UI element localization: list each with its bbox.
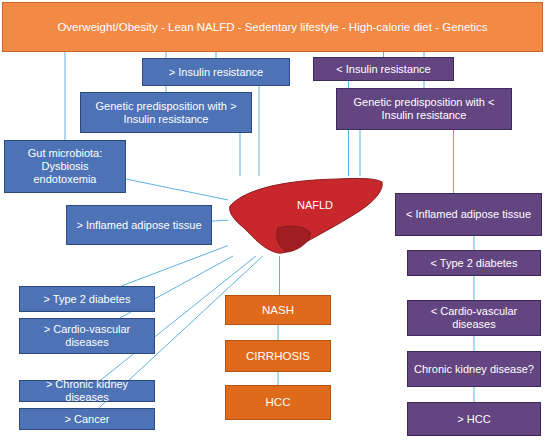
- node-label: < Inflamed adipose tissue: [406, 208, 531, 221]
- connector-line: [126, 179, 228, 200]
- stage-box: HCC: [225, 385, 331, 420]
- connector-line: [474, 236, 475, 250]
- factor-box: Genetic predisposition with > Insulin re…: [80, 92, 252, 133]
- node-label: Genetic predisposition with < Insulin re…: [341, 96, 507, 122]
- node-label: > Chronic kidney diseases: [24, 378, 150, 404]
- liver-illustration: [228, 176, 384, 256]
- connector-line: [65, 52, 66, 140]
- connector-line: [360, 130, 361, 176]
- stage-box: NASH: [225, 295, 331, 325]
- node-label: > Cardio-vascular diseases: [24, 323, 150, 349]
- liver-lobe: [230, 178, 383, 253]
- factor-box: < Insulin resistance: [313, 57, 454, 81]
- factor-box: Gut microbiota: Dysbiosis endotoxemia: [4, 140, 126, 193]
- factor-box: < Inflamed adipose tissue: [395, 193, 542, 236]
- node-label: Gut microbiota: Dysbiosis endotoxemia: [9, 147, 121, 186]
- node-label: NASH: [262, 304, 294, 317]
- node-label: < Type 2 diabetes: [431, 257, 518, 270]
- node-label: < Cardio-vascular diseases: [412, 305, 536, 331]
- connector-line: [278, 372, 279, 385]
- node-label: > Inflamed adipose tissue: [76, 219, 201, 232]
- node-label: Overweight/Obesity - Lean NALFD - Sedent…: [57, 21, 487, 34]
- outcome-box: < Type 2 diabetes: [407, 250, 541, 276]
- outcome-box: > Cardio-vascular diseases: [19, 318, 155, 354]
- connector-line: [474, 336, 475, 351]
- liver-lobe: [277, 226, 310, 252]
- node-label: > Type 2 diabetes: [44, 293, 131, 306]
- outcome-box: > Cancer: [19, 408, 155, 430]
- connector-line: [474, 276, 475, 300]
- node-label: NAFLD: [297, 199, 333, 212]
- outcome-box: > Type 2 diabetes: [19, 286, 155, 312]
- connector-line: [279, 256, 280, 295]
- factor-box: Genetic predisposition with < Insulin re…: [336, 88, 512, 130]
- outcome-box: > Chronic kidney diseases: [19, 380, 155, 402]
- connector-line: [474, 387, 475, 402]
- node-label: Genetic predisposition with > Insulin re…: [85, 100, 247, 126]
- node-label: Chronic kidney disease?: [414, 363, 534, 376]
- stage-box: CIRRHOSIS: [225, 340, 331, 372]
- connector-line: [259, 86, 260, 176]
- outcome-box: Chronic kidney disease?: [407, 351, 541, 387]
- node-label: < Insulin resistance: [336, 63, 430, 76]
- connector-line: [212, 220, 228, 222]
- outcome-box: < Cardio-vascular diseases: [407, 300, 541, 336]
- risk-factor-band: Overweight/Obesity - Lean NALFD - Sedent…: [2, 2, 543, 52]
- node-label: > Insulin resistance: [169, 66, 263, 79]
- connector-line: [453, 130, 454, 193]
- connector-line: [278, 325, 279, 340]
- node-label: HCC: [266, 396, 291, 409]
- connector-line: [121, 246, 228, 286]
- node-label: CIRRHOSIS: [246, 350, 310, 363]
- outcome-box: > HCC: [407, 402, 541, 436]
- liver-shape: NAFLD: [228, 176, 384, 256]
- factor-box: > Insulin resistance: [142, 58, 290, 86]
- node-label: > Cancer: [65, 413, 110, 426]
- factor-box: > Inflamed adipose tissue: [66, 205, 212, 245]
- node-label: > HCC: [457, 413, 490, 426]
- connector-line: [240, 133, 241, 176]
